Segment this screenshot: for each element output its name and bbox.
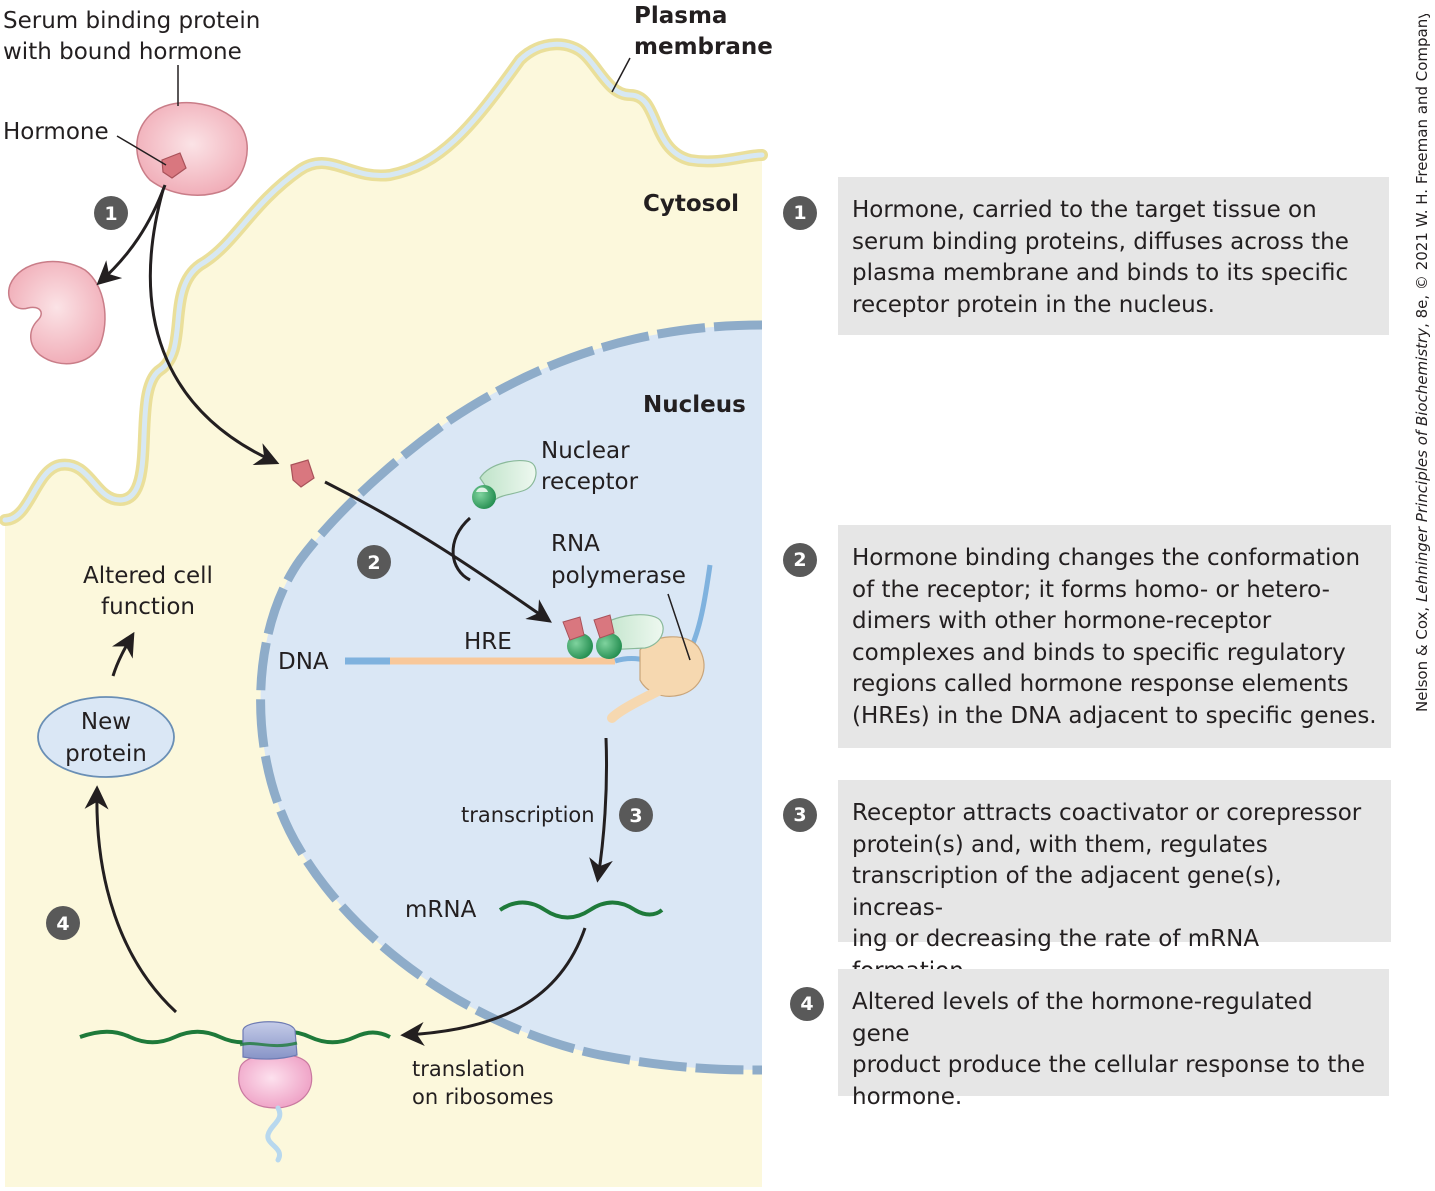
- step-text-line: dimers with other hormone-receptor: [852, 608, 1272, 634]
- step-description-2: Hormone binding changes the conformation…: [838, 525, 1391, 748]
- new-protein-label: New: [81, 709, 131, 735]
- step-text-line: serum binding proteins, diffuses across …: [852, 228, 1349, 255]
- step-text-line: of the receptor; it forms homo- or heter…: [852, 576, 1330, 603]
- step-badge-3: 3: [783, 798, 817, 832]
- nucleus-region: [260, 325, 762, 1070]
- rna-polymerase-label: polymerase: [551, 563, 686, 589]
- rna-polymerase-label: RNA: [551, 531, 600, 557]
- plasma-membrane-label: membrane: [634, 34, 773, 60]
- step-description-4: Altered levels of the hormone-regulated …: [838, 969, 1389, 1110]
- serum-protein-icon: [136, 102, 248, 196]
- diffusion-arrow: [148, 189, 280, 466]
- new-protein-label: protein: [65, 741, 147, 767]
- ribosome-icon: [238, 1021, 313, 1163]
- step-badge-4: 4: [46, 906, 80, 940]
- step-badge-3: 3: [619, 798, 653, 832]
- translation-label: translation: [412, 1057, 525, 1081]
- nuclear-receptor-label: receptor: [541, 469, 639, 495]
- svg-text:4: 4: [56, 913, 69, 935]
- svg-text:3: 3: [629, 805, 642, 827]
- transcription-arrow: [589, 737, 613, 883]
- synthesis-arrow: [84, 785, 178, 1014]
- credit-text: Nelson & Cox, Lehninger Principles of Bi…: [1413, 10, 1431, 712]
- altered-function-label: Altered cell: [83, 563, 213, 589]
- copyright-credit: Nelson & Cox, Lehninger Principles of Bi…: [1407, 10, 1435, 714]
- step-text-line: plasma membrane and binds to its specifi…: [852, 260, 1349, 286]
- step-text-line: transcription of the adjacent gene(s), i…: [852, 863, 1282, 921]
- step-badge-2: 2: [783, 543, 817, 577]
- step-badge-4: 4: [790, 987, 824, 1021]
- step-text-line: complexes and binds to specific regulato…: [852, 639, 1346, 666]
- nuclear-envelope: [256, 320, 763, 1075]
- svg-text:1: 1: [104, 203, 117, 225]
- step-text-line: (HREs) in the DNA adjacent to specific g…: [852, 702, 1377, 729]
- transcription-label: transcription: [461, 803, 595, 827]
- step-description-3: Receptor attracts coactivator or corepre…: [838, 780, 1391, 984]
- step-text-line: hormone.: [852, 1083, 963, 1110]
- hormone-label: Hormone: [3, 119, 109, 145]
- serum-protein-icon: [8, 260, 106, 365]
- step-text-line: protein(s) and, with them, regulates: [852, 831, 1268, 858]
- step-text-line: Altered levels of the hormone-regulated …: [852, 989, 1313, 1047]
- dna-label: DNA: [278, 649, 329, 675]
- translation-label: on ribosomes: [412, 1085, 554, 1109]
- mrna-label: mRNA: [405, 897, 477, 923]
- hre-label: HRE: [464, 629, 512, 655]
- step-text-line: receptor protein in the nucleus.: [852, 291, 1215, 318]
- step-text-line: Receptor attracts coactivator or corepre…: [852, 800, 1362, 826]
- nuclear-receptor-label: Nuclear: [541, 438, 630, 464]
- new-protein-bubble: [37, 696, 175, 778]
- receptor-arrow: [451, 516, 472, 582]
- step-badge-1: 1: [94, 196, 128, 230]
- step-text-line: regions called hormone response elements: [852, 671, 1349, 697]
- function-arrow: [111, 631, 135, 677]
- step-badge-1: 1: [783, 196, 817, 230]
- serum-protein-label: Serum binding protein: [3, 8, 260, 34]
- step-description-1: Hormone, carried to the target tissue on…: [838, 177, 1389, 335]
- plasma-membrane-label: Plasma: [634, 3, 727, 29]
- hormone-icon: [290, 459, 315, 488]
- receptor-dimer-icon: [562, 614, 664, 659]
- altered-function-label: function: [101, 594, 195, 620]
- mrna-strand: [498, 900, 664, 920]
- svg-text:Nelson & Cox, Lehninger Princi: Nelson & Cox, Lehninger Principles of Bi…: [1413, 14, 1431, 712]
- serum-protein-label: with bound hormone: [3, 39, 242, 65]
- svg-text:2: 2: [367, 552, 380, 574]
- step-text-line: Hormone binding changes the conformation: [852, 545, 1361, 571]
- nucleus-label: Nucleus: [643, 392, 746, 418]
- cytosol-label: Cytosol: [643, 191, 739, 217]
- hormone-icon: [161, 152, 187, 179]
- step-badge-2: 2: [357, 545, 391, 579]
- nuclear-receptor-icon: [472, 459, 537, 509]
- translation-arrow: [400, 927, 587, 1046]
- step-text-line: product produce the cellular response to…: [852, 1052, 1366, 1078]
- step-text-line: Hormone, carried to the target tissue on: [852, 197, 1317, 223]
- binding-arrow: [324, 480, 552, 623]
